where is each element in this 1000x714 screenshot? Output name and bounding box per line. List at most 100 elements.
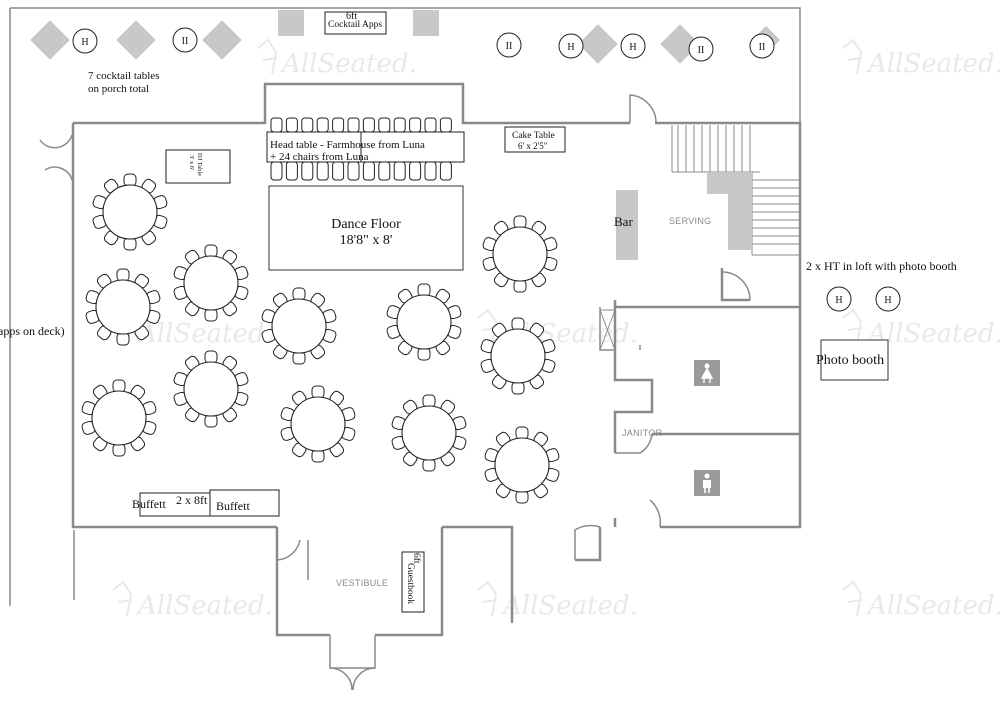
round-table — [484, 426, 560, 504]
cocktail-table: II — [172, 27, 198, 53]
chair — [204, 414, 218, 428]
round-table — [280, 385, 356, 463]
loft-note: 2 x HT in loft with photo booth — [806, 259, 957, 273]
buffet-tables — [139, 489, 280, 517]
loft-table-label: H — [835, 295, 842, 306]
loft-table: H — [826, 286, 852, 312]
guestbook-label: Guestbook — [405, 563, 415, 604]
head-table-chair — [285, 117, 298, 133]
dance-floor-size: 18'8" x 8' — [340, 233, 393, 248]
head-table-chair — [378, 161, 391, 181]
fixtures — [278, 10, 752, 260]
head-table-chair — [332, 117, 345, 133]
cocktail-table-label: II — [759, 42, 766, 53]
head-table-line-2: + 24 chairs from Luna — [270, 151, 369, 163]
watermark-logo-icon — [257, 38, 278, 75]
head-table-chair — [424, 161, 437, 181]
dj-table-line-1: DJ Table — [196, 153, 203, 176]
porch-tables-line-2: on porch total — [88, 83, 149, 95]
staircase — [671, 125, 800, 256]
door-swings — [39, 94, 751, 691]
head-table-line-1: Head table - Farmhouse from Luna — [270, 139, 425, 151]
vestibule-label: VESTIBULE — [336, 578, 388, 588]
table-top — [183, 255, 239, 311]
round-table — [480, 317, 556, 395]
cocktail-table: II — [688, 36, 714, 62]
serving-label: SERVING — [669, 216, 711, 226]
chair — [515, 426, 529, 440]
chair — [112, 379, 126, 393]
round-table — [85, 268, 161, 346]
bar-label: Bar — [614, 214, 633, 229]
chair — [292, 287, 306, 301]
guestbook-table — [401, 551, 425, 613]
cocktail-apps-size: 6ft — [346, 11, 357, 22]
table-top — [396, 294, 452, 350]
watermark-logo-icon — [842, 580, 863, 617]
elevator-shaft — [599, 309, 616, 351]
head-table-chair — [439, 161, 452, 181]
dance-floor-label: Dance Floor — [331, 217, 401, 232]
round-table — [261, 287, 337, 365]
watermark: AllSeated. — [866, 591, 1000, 621]
porch-tables-line-1: 7 cocktail tables — [88, 70, 159, 82]
deck-apps-note: apps on deck) — [0, 324, 65, 338]
table-top — [95, 279, 151, 335]
table-top — [91, 390, 147, 446]
head-table-chair — [270, 161, 283, 181]
watermark: AllSeated. — [136, 319, 273, 349]
cake-table-line-1: Cake Table — [512, 131, 555, 141]
head-table — [266, 131, 465, 163]
chair — [204, 350, 218, 364]
cake-table-line-2: 6' x 2'5" — [518, 141, 548, 151]
table-top — [102, 184, 158, 240]
chair — [311, 449, 325, 463]
cocktail-table-label: H — [81, 37, 88, 48]
watermark: AllSeated. — [280, 49, 417, 79]
chair — [422, 394, 436, 408]
women-restroom-icon — [694, 360, 720, 386]
photo-booth — [820, 339, 889, 381]
photo-booth-label: Photo booth — [816, 353, 884, 368]
cocktail-apps-table — [324, 11, 387, 35]
head-table-chair — [316, 161, 329, 181]
chair — [515, 490, 529, 504]
cake-table — [504, 126, 566, 153]
cocktail-table: H — [558, 33, 584, 59]
round-table — [391, 394, 467, 472]
table-top — [290, 396, 346, 452]
buffet-left-label: Buffett — [132, 497, 166, 511]
cocktail-table-label: II — [698, 45, 705, 56]
head-table-chair — [362, 161, 375, 181]
table-top — [271, 298, 327, 354]
round-table — [386, 283, 462, 361]
dj-table-line-2: 3' x 6' — [188, 155, 195, 170]
cocktail-table-label: H — [567, 42, 574, 53]
cocktail-table-label: II — [182, 36, 189, 47]
head-table-chair — [270, 117, 283, 133]
watermark: AllSeated. — [501, 591, 638, 621]
cocktail-table: II — [749, 33, 775, 59]
chair — [123, 237, 137, 251]
watermark: AllSeated. — [866, 49, 1000, 79]
men-restroom-icon — [694, 470, 720, 496]
cocktail-table: II — [496, 32, 522, 58]
table-top — [490, 328, 546, 384]
head-table-chair — [378, 117, 391, 133]
chair — [204, 308, 218, 322]
head-table-chair — [439, 117, 452, 133]
round-table — [173, 244, 249, 322]
head-table-chair — [301, 117, 314, 133]
head-table-chair — [316, 117, 329, 133]
head-table-chair — [409, 117, 422, 133]
guest-tables — [81, 173, 560, 504]
head-table-chair — [393, 117, 406, 133]
watermark-logo-icon — [842, 308, 863, 345]
chair — [204, 244, 218, 258]
cocktail-table: H — [72, 28, 98, 54]
head-table-chair — [409, 161, 422, 181]
round-table — [81, 379, 157, 457]
chair — [511, 381, 525, 395]
